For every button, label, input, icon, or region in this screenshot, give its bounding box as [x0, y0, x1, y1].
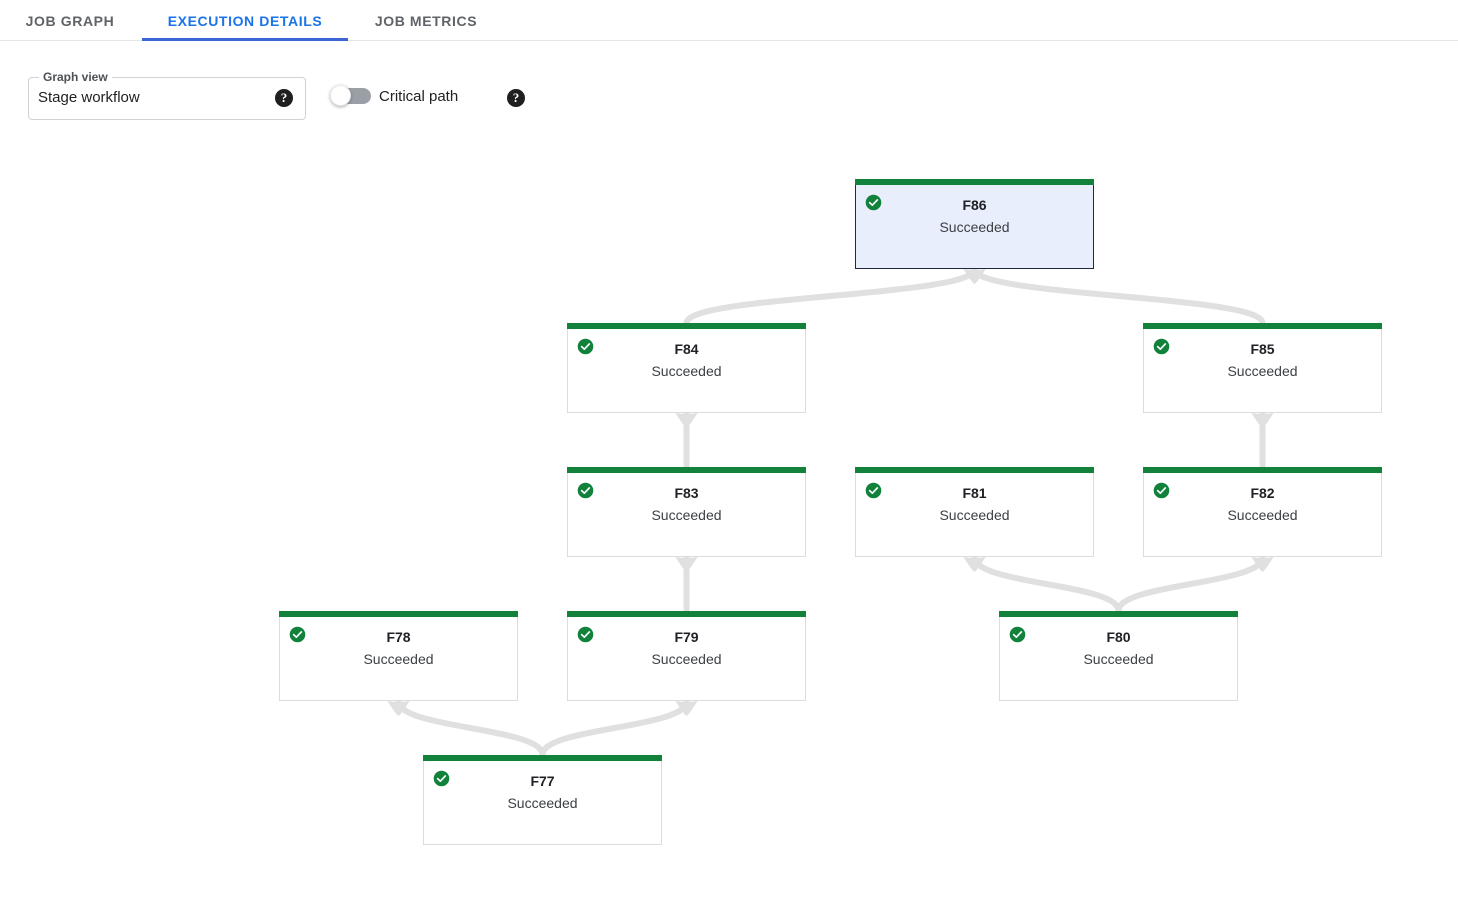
edge-source-flare: [963, 557, 986, 572]
graph-edge: [395, 698, 546, 758]
check-circle-icon: [1009, 626, 1026, 643]
node-status-label: Succeeded: [1083, 651, 1154, 667]
node-status-bar: [1143, 467, 1382, 473]
check-circle-icon: [577, 482, 594, 499]
node-id-label: F82: [1250, 485, 1275, 501]
check-circle-icon: [289, 626, 306, 643]
check-circle-icon: [865, 194, 882, 211]
graph-view-value: Stage workflow: [38, 89, 140, 106]
tab-job-graph[interactable]: JOB GRAPH: [8, 0, 132, 41]
node-status-label: Succeeded: [651, 651, 722, 667]
check-circle-icon: [865, 194, 882, 211]
critical-path-label: Critical path: [379, 88, 459, 105]
node-status-bar: [1143, 323, 1382, 329]
graph-edge: [971, 554, 1122, 614]
node-status-bar: [279, 611, 518, 617]
check-circle-icon: [577, 626, 594, 643]
node-id-label: F78: [386, 629, 411, 645]
edge-source-flare: [1251, 557, 1274, 572]
graph-view-select[interactable]: Graph view Stage workflow: [28, 70, 306, 120]
check-circle-icon: [577, 338, 594, 355]
tab-bar: JOB GRAPH EXECUTION DETAILS JOB METRICS: [0, 0, 1458, 41]
node-status-label: Succeeded: [651, 363, 722, 379]
check-circle-icon: [289, 626, 306, 643]
node-status-bar: [999, 611, 1238, 617]
check-circle-icon: [577, 338, 594, 355]
tab-execution-details[interactable]: EXECUTION DETAILS: [142, 0, 348, 41]
node-status-label: Succeeded: [939, 219, 1010, 235]
node-status-label: Succeeded: [1227, 363, 1298, 379]
critical-path-toggle[interactable]: [330, 85, 371, 106]
check-circle-icon: [577, 482, 594, 499]
node-status-label: Succeeded: [1227, 507, 1298, 523]
edge-source-flare: [1251, 413, 1274, 428]
check-circle-icon: [1153, 338, 1170, 355]
toggle-knob: [330, 85, 351, 106]
node-status-label: Succeeded: [363, 651, 434, 667]
critical-path-help-icon[interactable]: ?: [507, 89, 525, 107]
node-status-label: Succeeded: [651, 507, 722, 523]
check-circle-icon: [1153, 338, 1170, 355]
node-status-bar: [567, 611, 806, 617]
check-circle-icon: [433, 770, 450, 787]
node-status-bar: [423, 755, 662, 761]
edge-source-flare: [675, 557, 698, 572]
check-circle-icon: [1009, 626, 1026, 643]
graph-edge: [1115, 554, 1266, 614]
check-circle-icon: [433, 770, 450, 787]
node-id-label: F81: [962, 485, 987, 501]
edge-source-flare: [675, 413, 698, 428]
check-circle-icon: [1153, 482, 1170, 499]
node-status-label: Succeeded: [939, 507, 1010, 523]
node-status-bar: [855, 467, 1094, 473]
check-circle-icon: [865, 482, 882, 499]
graph-view-label: Graph view: [39, 70, 112, 84]
check-circle-icon: [1153, 482, 1170, 499]
node-id-label: F77: [530, 773, 555, 789]
edge-source-flare: [963, 269, 986, 284]
node-status-bar: [855, 179, 1094, 185]
graph-edge: [971, 266, 1266, 326]
node-status-bar: [567, 323, 806, 329]
tab-label: JOB GRAPH: [25, 12, 115, 29]
graph-toolbar: Graph view Stage workflow ? Critical pat…: [0, 41, 1458, 141]
check-circle-icon: [865, 482, 882, 499]
node-id-label: F80: [1106, 629, 1131, 645]
graph-edge: [683, 266, 978, 326]
node-id-label: F84: [674, 341, 699, 357]
tab-label: EXECUTION DETAILS: [167, 12, 323, 29]
node-id-label: F83: [674, 485, 699, 501]
check-circle-icon: [577, 626, 594, 643]
graph-view-help-icon[interactable]: ?: [275, 89, 293, 107]
tab-label: JOB METRICS: [374, 12, 478, 29]
node-status-bar: [567, 467, 806, 473]
node-status-label: Succeeded: [507, 795, 578, 811]
edge-source-flare: [387, 701, 410, 716]
node-id-label: F85: [1250, 341, 1275, 357]
graph-edge: [539, 698, 690, 758]
edge-source-flare: [675, 701, 698, 716]
node-id-label: F86: [962, 197, 987, 213]
node-id-label: F79: [674, 629, 699, 645]
tab-job-metrics[interactable]: JOB METRICS: [356, 0, 496, 41]
